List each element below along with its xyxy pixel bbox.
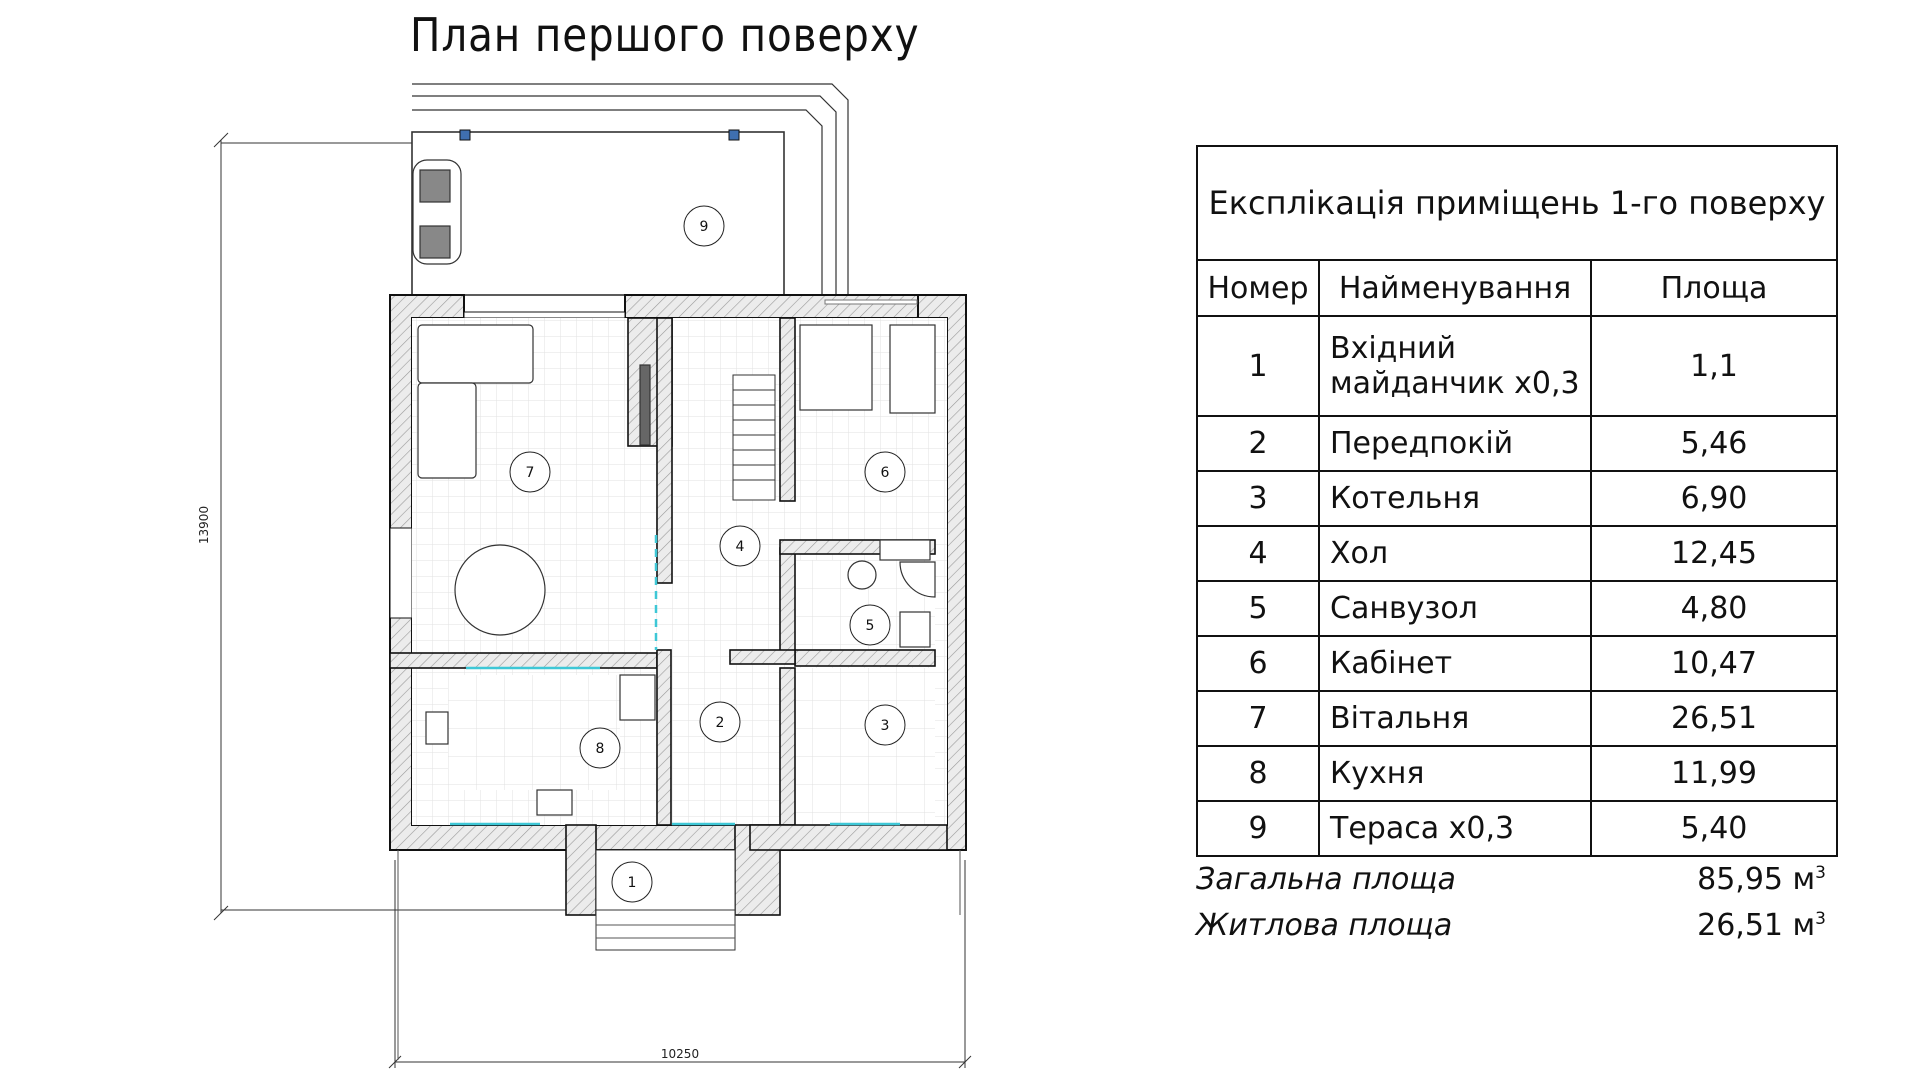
staircase xyxy=(732,374,776,501)
terrace-column xyxy=(728,129,740,141)
plan-title: План першого поверху xyxy=(410,8,920,62)
room-marker-label: 6 xyxy=(881,465,890,481)
row-name: Вітальня xyxy=(1318,690,1592,747)
row-name: Котельня xyxy=(1318,470,1592,527)
total-area-line: Загальна площа 85,95 м3 xyxy=(1196,862,1826,897)
room-marker-label: 8 xyxy=(596,741,605,757)
room-marker-label: 5 xyxy=(866,618,875,634)
row-name: Тераса x0,3 xyxy=(1318,800,1592,857)
row-number: 5 xyxy=(1196,580,1320,637)
entry-porch xyxy=(565,824,948,916)
row-area: 5,40 xyxy=(1590,800,1838,857)
row-name: Вхідний майданчик x0,3 xyxy=(1318,315,1592,417)
room-marker-3 xyxy=(864,704,906,746)
table-row: 8 Кухня 11,99 xyxy=(1196,745,1838,802)
row-number: 3 xyxy=(1196,470,1320,527)
width-dimension-label: 10250 xyxy=(661,1047,699,1061)
boiler-room-floor xyxy=(795,668,935,825)
header-name: Найменування xyxy=(1318,259,1592,317)
table-row: 3 Котельня 6,90 xyxy=(1196,470,1838,527)
row-name: Передпокій xyxy=(1318,415,1592,472)
living-area-label: Житлова площа xyxy=(1196,908,1453,943)
terrace-column xyxy=(459,129,471,141)
unit-exponent: 3 xyxy=(1815,863,1826,883)
room-marker-2 xyxy=(699,701,741,743)
windows xyxy=(450,535,900,826)
row-name: Кабінет xyxy=(1318,635,1592,692)
room-marker-7 xyxy=(509,451,551,493)
terrace xyxy=(411,83,849,296)
row-number: 2 xyxy=(1196,415,1320,472)
dimension-lines xyxy=(213,132,972,1069)
row-area: 10,47 xyxy=(1590,635,1838,692)
room-marker-label: 7 xyxy=(526,465,535,481)
room-markers xyxy=(509,205,906,903)
row-number: 6 xyxy=(1196,635,1320,692)
total-area-value: 85,95 м xyxy=(1697,862,1816,897)
total-area-label: Загальна площа xyxy=(1196,862,1456,897)
table-row: 9 Тераса x0,3 5,40 xyxy=(1196,800,1838,857)
row-area: 5,46 xyxy=(1590,415,1838,472)
room-marker-label: 3 xyxy=(881,718,890,734)
room-marker-6 xyxy=(864,451,906,493)
row-number: 7 xyxy=(1196,690,1320,747)
living-area-line: Житлова площа 26,51 м3 xyxy=(1196,908,1826,943)
row-name: Санвузол xyxy=(1318,580,1592,637)
row-number: 9 xyxy=(1196,800,1320,857)
room-marker-8 xyxy=(579,727,621,769)
row-number: 1 xyxy=(1196,315,1320,417)
row-area: 12,45 xyxy=(1590,525,1838,582)
table-row: 4 Хол 12,45 xyxy=(1196,525,1838,582)
table-row: 6 Кабінет 10,47 xyxy=(1196,635,1838,692)
row-area: 4,80 xyxy=(1590,580,1838,637)
row-number: 8 xyxy=(1196,745,1320,802)
room-marker-5 xyxy=(849,604,891,646)
explication-table: Експлікація приміщень 1-го поверху Номер… xyxy=(1196,145,1838,857)
row-area: 11,99 xyxy=(1590,745,1838,802)
room-marker-9 xyxy=(683,205,725,247)
row-area: 6,90 xyxy=(1590,470,1838,527)
total-area-value-wrap: 85,95 м3 xyxy=(1697,862,1826,897)
living-area-value-wrap: 26,51 м3 xyxy=(1697,908,1826,943)
table-row: 7 Вітальня 26,51 xyxy=(1196,690,1838,747)
room-marker-4 xyxy=(719,525,761,567)
room-marker-1 xyxy=(611,861,653,903)
row-area: 1,1 xyxy=(1590,315,1838,417)
height-dimension-label: 13900 xyxy=(197,506,211,544)
room-marker-label: 9 xyxy=(700,219,709,235)
row-number: 4 xyxy=(1196,525,1320,582)
room-marker-label: 1 xyxy=(628,875,637,891)
unit-exponent: 3 xyxy=(1815,909,1826,929)
living-area-value: 26,51 м xyxy=(1697,908,1816,943)
header-number: Номер xyxy=(1196,259,1320,317)
table-row: 1 Вхідний майданчик x0,3 1,1 xyxy=(1196,315,1838,417)
table-row: 5 Санвузол 4,80 xyxy=(1196,580,1838,637)
row-name: Кухня xyxy=(1318,745,1592,802)
room-marker-label: 2 xyxy=(716,715,725,731)
furniture xyxy=(417,324,936,816)
row-area: 26,51 xyxy=(1590,690,1838,747)
explication-title: Експлікація приміщень 1-го поверху xyxy=(1196,145,1838,261)
room-marker-label: 4 xyxy=(736,539,745,555)
row-name: Хол xyxy=(1318,525,1592,582)
table-row: 2 Передпокій 5,46 xyxy=(1196,415,1838,472)
header-area: Площа xyxy=(1590,259,1838,317)
